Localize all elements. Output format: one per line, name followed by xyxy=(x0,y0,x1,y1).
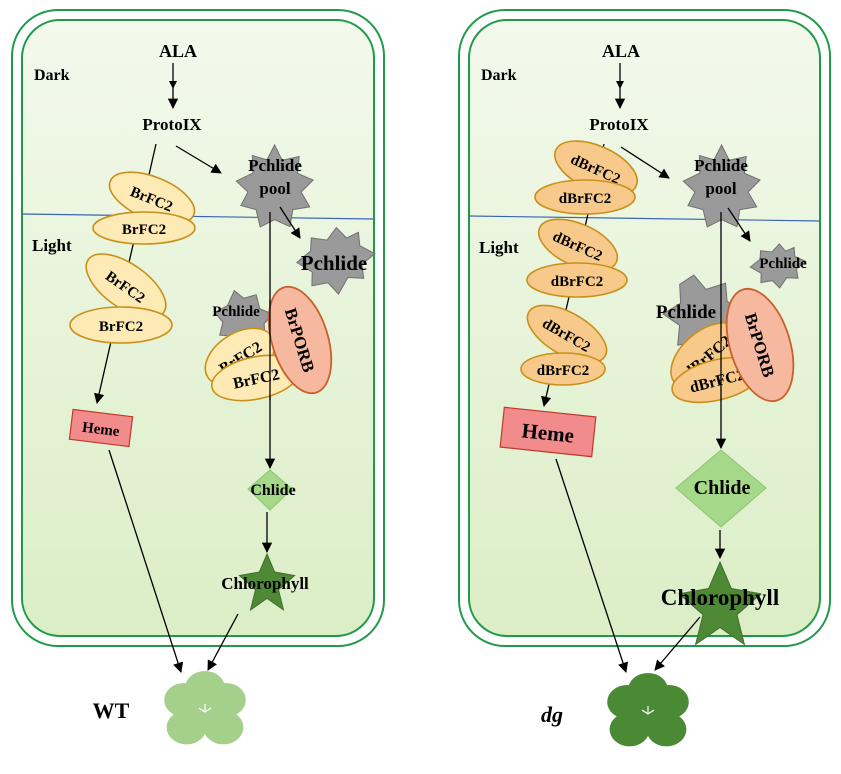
wt-brfc2-1b xyxy=(92,211,196,245)
dg-pchlide-pool-line2: pool xyxy=(705,179,736,198)
dg-brfc2-3b xyxy=(520,352,606,386)
wt-brfc2-2b xyxy=(69,306,173,344)
dg-dark-label: Dark xyxy=(481,67,517,84)
dg-heme-box xyxy=(499,406,597,458)
wt-protoix-label: ProtoIX xyxy=(142,115,202,134)
dg-brfc2-2b xyxy=(526,262,628,298)
dg-protoix-label: ProtoIX xyxy=(589,115,649,134)
wt-panel: Dark Light ALA ProtoIX Pchlide pool Pchl… xyxy=(11,9,385,745)
dg-protoix-to-pool-arrow xyxy=(620,146,670,179)
dg-panel: Dark Light ALA ProtoIX Pchlide pool Pchl… xyxy=(458,9,831,747)
wt-plant-vein xyxy=(198,704,212,713)
dg-chlorophyll-to-plant-arrow xyxy=(654,616,701,671)
dg-light-label: Light xyxy=(479,238,519,257)
dg-pchlide-pool-line1: Pchlide xyxy=(694,156,748,175)
wt-pchlide-complex-label: Pchlide xyxy=(212,304,260,320)
dg-pchlide-free-star xyxy=(749,243,807,289)
dg-plant-vein xyxy=(641,706,655,715)
dg-brfc2-3a xyxy=(526,304,608,364)
wt-chlide-diamond xyxy=(247,469,293,511)
dg-heme-to-plant-arrow xyxy=(555,458,629,673)
dg-genotype-label: dg xyxy=(541,702,563,727)
dg-plant-icon xyxy=(607,673,689,747)
dg-ala-label: ALA xyxy=(602,41,640,61)
wt-pool-to-pchlide-arrow xyxy=(279,206,301,239)
wt-brfc2-2b-label: BrFC2 xyxy=(99,319,143,335)
wt-dark-light-divider xyxy=(21,213,374,220)
wt-brfc2-1b-label: BrFC2 xyxy=(122,222,166,238)
dg-brfc2-1b-label: dBrFC2 xyxy=(559,191,612,207)
dg-brfc2-1b xyxy=(534,179,636,215)
wt-dark-label: Dark xyxy=(34,67,70,84)
dg-chlide-diamond xyxy=(675,449,767,528)
wt-protoix-to-pool-arrow xyxy=(175,145,222,174)
wt-pchlide-pool-line1: Pchlide xyxy=(248,156,302,175)
dg-heme-label: Heme xyxy=(521,418,576,447)
dg-pchlide-complex-label: Pchlide xyxy=(656,302,716,323)
wt-pchlide-pool-star xyxy=(235,143,314,228)
wt-plant-icon xyxy=(164,671,246,745)
dg-chlorophyll-label: Chlorophyll xyxy=(661,585,779,610)
wt-heme-label: Heme xyxy=(81,420,120,440)
wt-ala-label: ALA xyxy=(159,41,197,61)
dg-chlorophyll-star xyxy=(677,560,763,646)
wt-heme-to-plant-arrow xyxy=(108,449,184,673)
dg-brfc2-3b-label: dBrFC2 xyxy=(537,363,590,379)
wt-brfc2-2a xyxy=(85,253,167,319)
wt-genotype-label: WT xyxy=(93,698,130,723)
wt-chlorophyll-to-plant-arrow xyxy=(207,613,239,671)
dg-dark-light-divider xyxy=(468,215,821,222)
dg-brporb xyxy=(725,287,795,403)
wt-pchlide-free-star xyxy=(295,226,376,295)
wt-chlide-label: Chlide xyxy=(250,482,295,499)
wt-brporb xyxy=(267,285,333,395)
dg-pchlide-free-label: Pchlide xyxy=(759,256,807,272)
wt-light-label: Light xyxy=(32,236,72,255)
wt-pchlide-free-label: Pchlide xyxy=(301,251,368,275)
dg-chlide-label: Chlide xyxy=(694,477,751,499)
wt-pchlide-pool-line2: pool xyxy=(259,179,290,198)
wt-ala-arrow-mid-head xyxy=(169,81,177,89)
wt-chlorophyll-star xyxy=(238,552,296,612)
wt-heme-box xyxy=(68,408,134,448)
dg-ala-arrow-mid-head xyxy=(616,81,624,89)
dg-brfc2-2b-label: dBrFC2 xyxy=(551,274,604,290)
dg-pool-to-pchlide-arrow xyxy=(727,207,751,242)
wt-chlorophyll-label: Chlorophyll xyxy=(221,574,309,593)
